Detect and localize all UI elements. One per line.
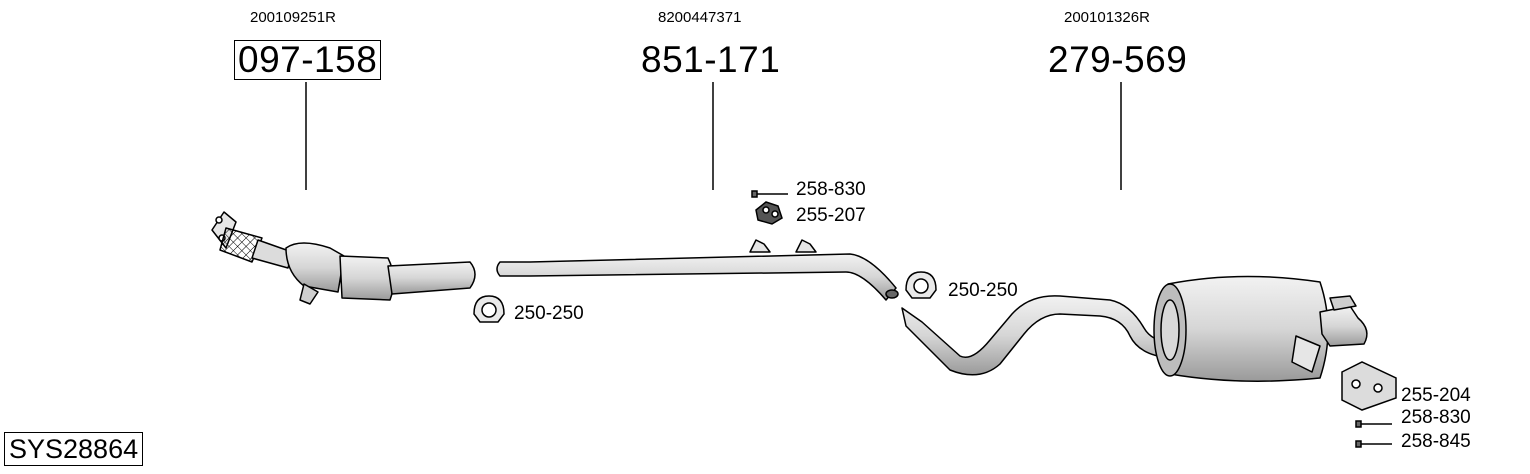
rubber-mount-icon-mid <box>755 201 783 225</box>
clamp-icon-mid <box>905 271 937 299</box>
part-number-silencer[interactable]: 279-569 <box>1048 39 1188 80</box>
accessory-label-clamp-mid[interactable]: 250-250 <box>948 280 1018 301</box>
accessory-label-rubber-mid[interactable]: 255-207 <box>796 205 866 226</box>
rubber-mount-icon-rear <box>1341 361 1397 411</box>
silencer-part <box>901 275 1368 382</box>
oem-number-pipe: 8200447371 <box>658 9 742 26</box>
bolt-icon-mid <box>751 190 788 198</box>
accessory-label-bolt-mid[interactable]: 258-830 <box>796 179 866 200</box>
oem-number-catalyst: 200109251R <box>250 9 336 26</box>
accessory-label-bolt-rear-2[interactable]: 258-845 <box>1401 431 1471 452</box>
bolt-icon-rear-2 <box>1355 440 1392 448</box>
accessory-label-clamp-left[interactable]: 250-250 <box>514 303 584 324</box>
system-id: SYS28864 <box>4 432 144 466</box>
bolt-icon-rear-1 <box>1355 420 1392 428</box>
part-number-catalyst[interactable]: 097-158 <box>234 40 382 80</box>
oem-number-silencer: 200101326R <box>1064 9 1150 26</box>
clamp-icon-left <box>473 295 505 323</box>
part-number-pipe[interactable]: 851-171 <box>641 39 781 80</box>
accessory-label-bolt-rear[interactable]: 258-830 <box>1401 407 1471 428</box>
pipe-part <box>496 239 899 301</box>
accessory-label-rubber-rear[interactable]: 255-204 <box>1401 385 1471 406</box>
catalyst-part <box>211 211 476 305</box>
